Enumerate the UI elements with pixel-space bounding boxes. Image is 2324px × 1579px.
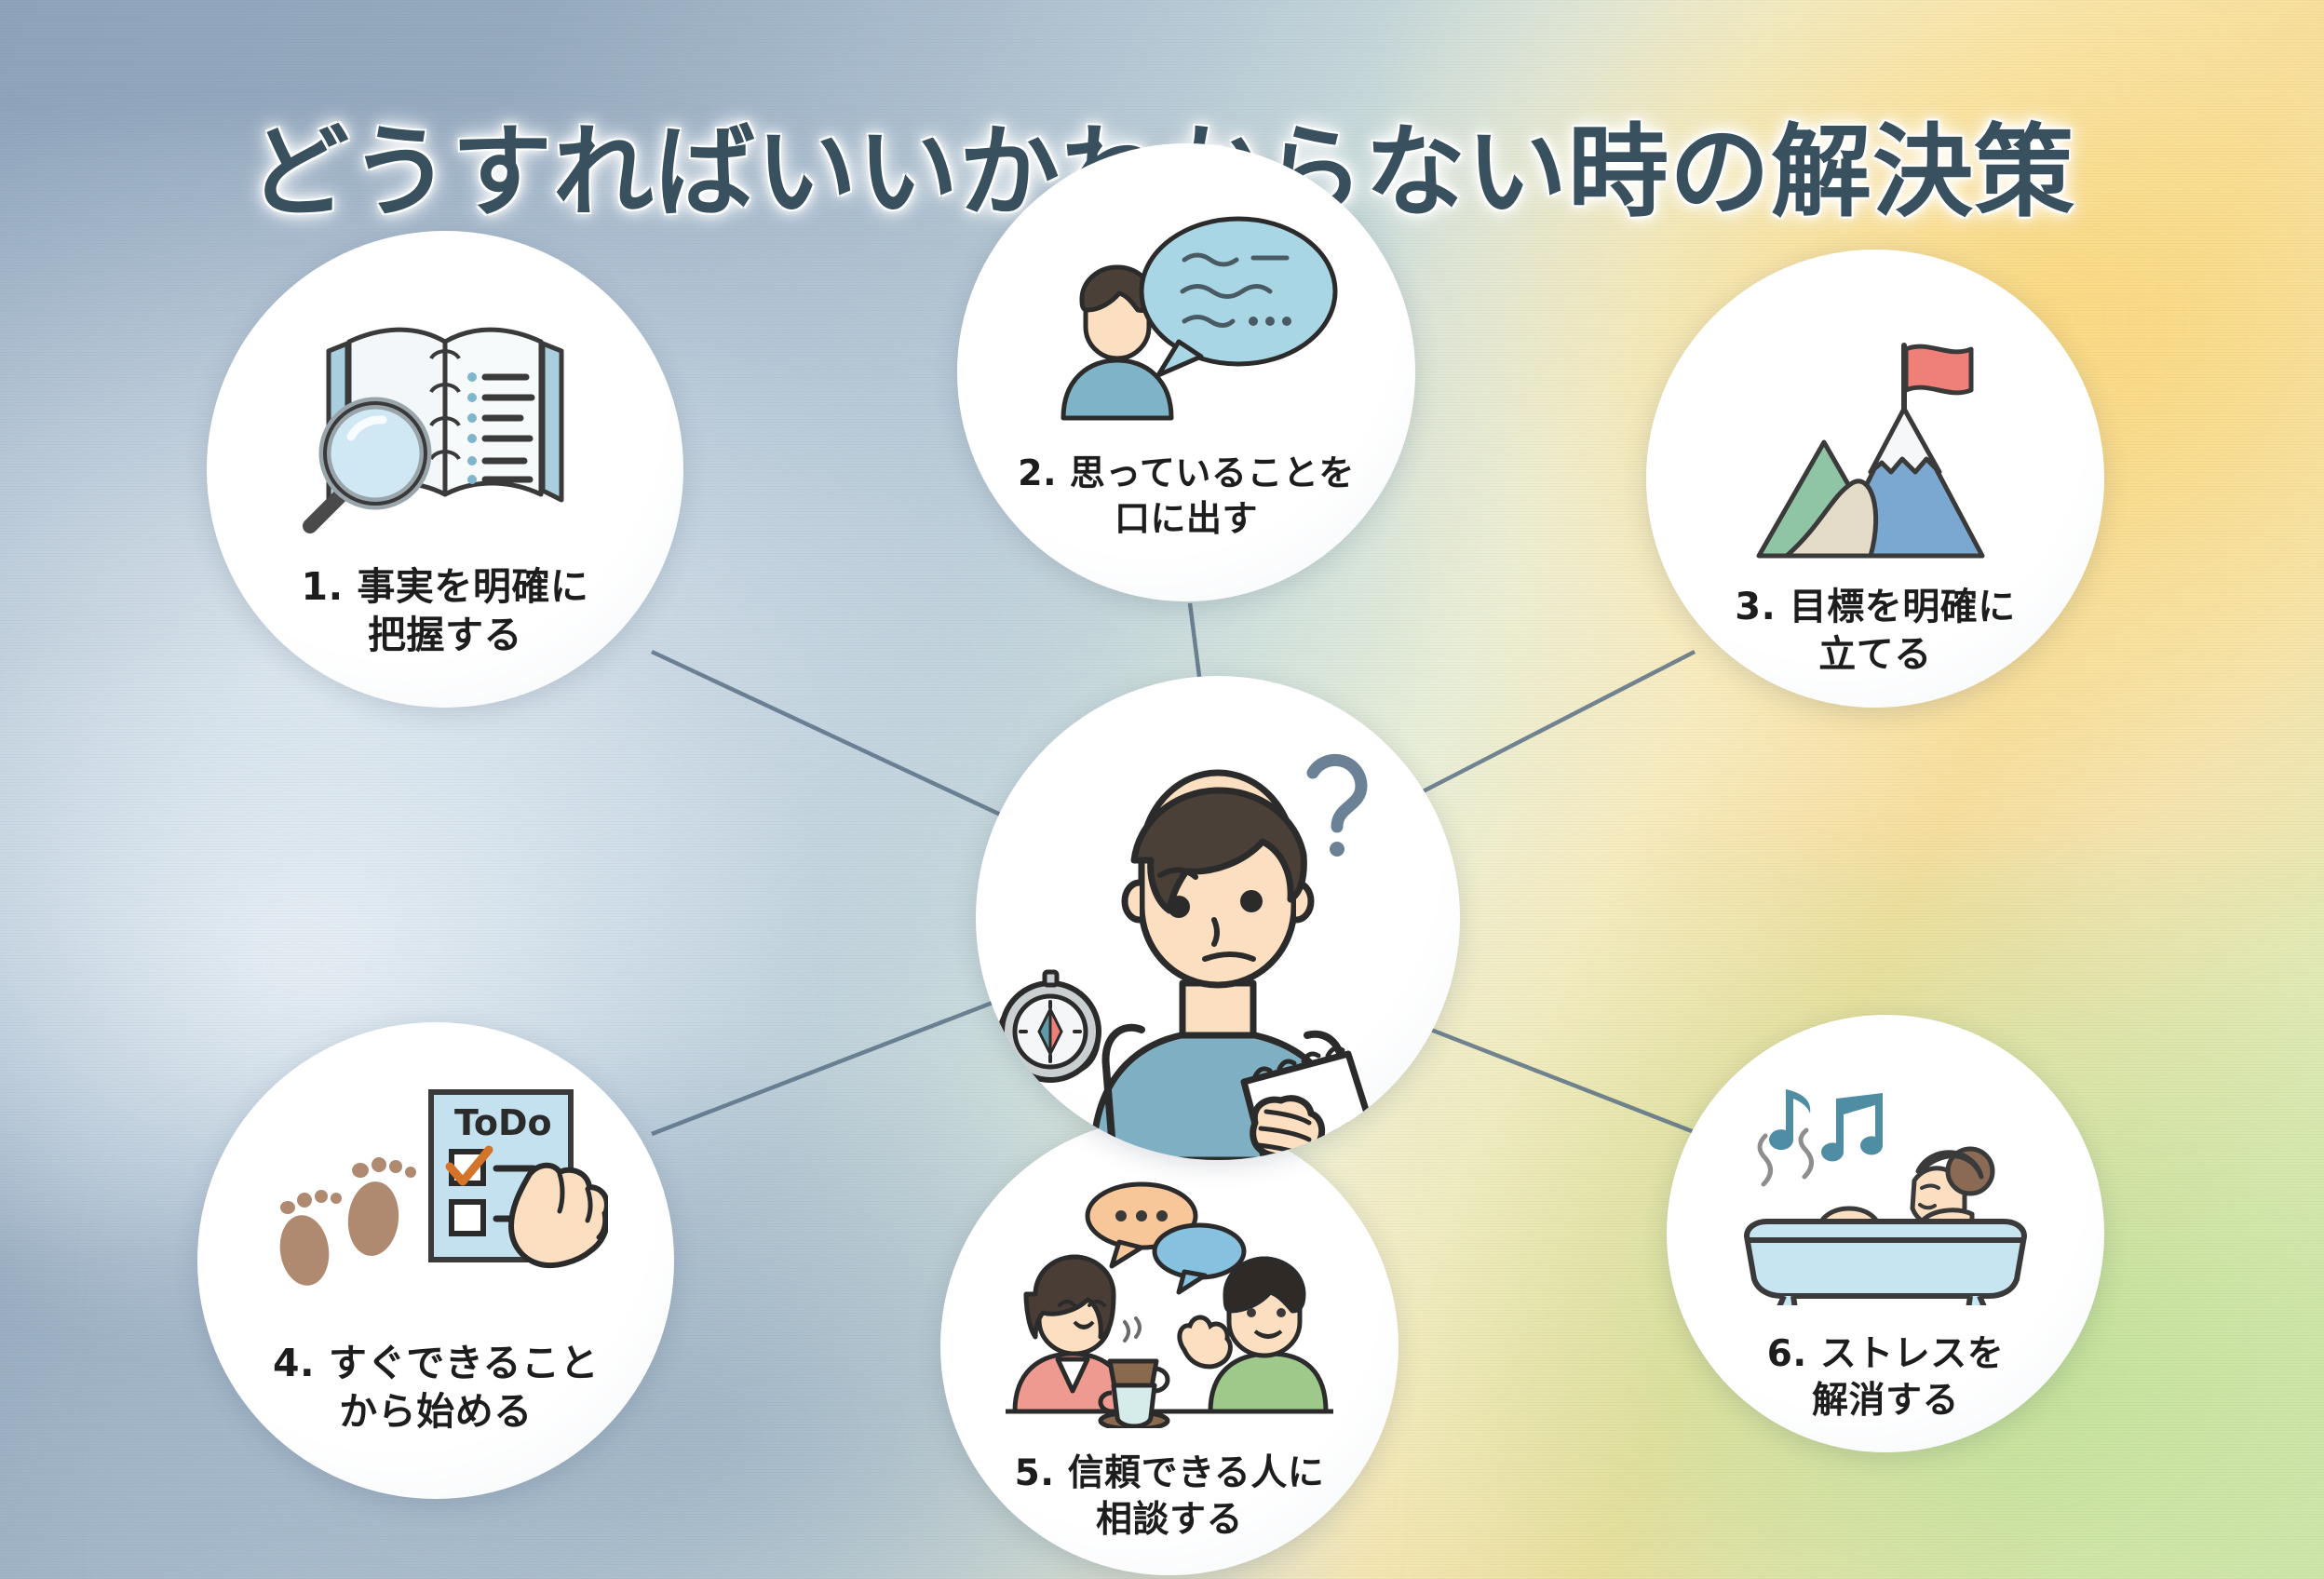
connector-center-to-1 <box>651 649 1051 841</box>
flag-icon <box>1901 342 1974 412</box>
node-5-caption: 5. 信頼できる人に 相談する <box>993 1451 1347 1544</box>
node-6-illustration <box>1667 1069 2104 1309</box>
magnifier-over-open-notebook-icon <box>303 327 564 533</box>
person-with-speech-bubble-icon <box>1061 216 1338 421</box>
node-6-relieve-stress[interactable]: 6. ストレスを 解消する <box>1667 1015 2104 1452</box>
node-2-illustration <box>957 197 1415 430</box>
node-1-caption-line1: 1. 事実を明確に <box>301 564 589 609</box>
node-6-caption-line2: 解消する <box>1811 1379 1959 1422</box>
center-node-confused-person[interactable] <box>976 676 1460 1160</box>
node-5-illustration <box>940 1171 1398 1434</box>
chat-bubbles-icon <box>1085 1181 1247 1295</box>
node-5-caption-line2: 相談する <box>1095 1498 1243 1541</box>
node-1-caption: 1. 事実を明確に 把握する <box>279 562 612 660</box>
confused-person-with-compass-and-notepad-icon <box>995 753 1385 1160</box>
steam-icon <box>1757 1127 1814 1187</box>
woman-relaxing-in-bathtub-with-music-notes-icon <box>1744 1089 2027 1305</box>
steam-icon <box>1123 1316 1142 1343</box>
node-2-caption-line1: 2. 思っていることを <box>1018 452 1355 493</box>
node-3-illustration <box>1646 330 2104 567</box>
question-mark-icon <box>1306 753 1368 857</box>
notepad-icon <box>1240 1046 1385 1160</box>
node-4-caption: 4. すぐできること から始める <box>250 1339 621 1437</box>
person-left <box>1012 1254 1131 1414</box>
center-illustration <box>976 676 1460 1160</box>
compass-icon <box>995 969 1101 1083</box>
node-2-speak-thoughts[interactable]: 2. 思っていることを 口に出す <box>957 143 1415 601</box>
coffee-mug-table <box>1098 1383 1170 1428</box>
node-3-caption-line1: 3. 目標を明確に <box>1735 586 2016 628</box>
node-4-illustration: ToDo <box>197 1073 674 1324</box>
pointing-hand-icon <box>508 1162 608 1269</box>
footprints-and-todo-checklist-with-hand-icon: ToDo <box>279 1089 608 1286</box>
node-1-caption-line2: 把握する <box>367 613 522 658</box>
node-4-caption-line2: から始める <box>339 1389 533 1435</box>
bathtub-icon <box>1744 1219 2027 1305</box>
node-3-caption-line2: 立てる <box>1818 633 1932 677</box>
music-notes-icon <box>1769 1089 1884 1162</box>
node-1-illustration <box>207 274 683 553</box>
node-4-caption-line1: 4. すぐできること <box>273 1341 599 1385</box>
magnifier-icon <box>303 397 432 533</box>
node-3-set-goals[interactable]: 3. 目標を明確に 立てる <box>1646 250 2104 708</box>
node-3-caption: 3. 目標を明確に 立てる <box>1712 584 2037 679</box>
node-2-caption: 2. 思っていることを 口に出す <box>995 451 1377 541</box>
two-people-talking-over-coffee-icon <box>1006 1181 1333 1428</box>
node-4-start-small[interactable]: ToDo 4. すぐできること か <box>197 1022 674 1499</box>
connector-center-to-4 <box>651 984 1034 1137</box>
footprints-icon <box>279 1157 416 1286</box>
node-5-caption-line1: 5. 信頼できる人に <box>1014 1452 1325 1494</box>
todo-label: ToDo <box>454 1102 552 1143</box>
node-2-caption-line2: 口に出す <box>1114 497 1258 539</box>
node-6-caption-line1: 6. ストレスを <box>1766 1333 2005 1375</box>
node-5-consult-trusted-person[interactable]: 5. 信頼できる人に 相談する <box>940 1117 1398 1575</box>
node-1-fact-grasp[interactable]: 1. 事実を明確に 把握する <box>207 231 683 708</box>
mountain-with-red-flag-icon <box>1756 342 1985 558</box>
person-right <box>1208 1256 1329 1414</box>
node-6-caption: 6. ストレスを 解消する <box>1745 1331 2027 1424</box>
speech-bubble-icon <box>1139 216 1338 378</box>
